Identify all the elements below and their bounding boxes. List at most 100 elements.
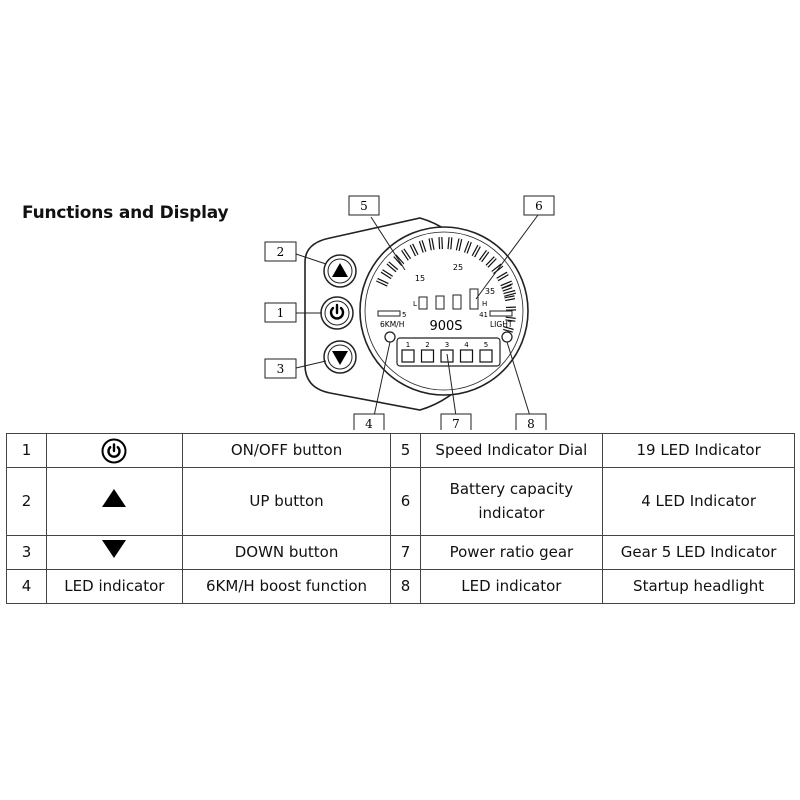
function-label: ON/OFF button bbox=[181, 433, 392, 468]
gear-led-1 bbox=[401, 349, 415, 363]
table-row: 4 LED indicator 6KM/H boost function 8 L… bbox=[5, 569, 795, 604]
callout-5: 5 bbox=[348, 195, 380, 216]
side-led-core bbox=[504, 296, 515, 300]
function-description: Power ratio gear bbox=[419, 535, 604, 570]
down-button bbox=[323, 340, 357, 374]
speed-led-core bbox=[402, 249, 411, 260]
battery-high-label: H bbox=[482, 300, 487, 308]
callout-4: 4 bbox=[353, 413, 385, 430]
side-led-core bbox=[503, 327, 514, 332]
row-number: 3 bbox=[5, 535, 48, 570]
function-detail: 4 LED Indicator bbox=[602, 467, 795, 536]
gear-number-1: 1 bbox=[406, 341, 410, 349]
boost-indicator-led bbox=[384, 331, 396, 343]
speed-led-core bbox=[479, 250, 489, 262]
function-label: UP button bbox=[181, 467, 392, 536]
function-detail: Startup headlight bbox=[602, 569, 795, 604]
speed-led-core bbox=[381, 270, 393, 279]
up-arrow-icon bbox=[102, 488, 127, 507]
battery-block-4 bbox=[469, 288, 479, 310]
battery-led-arc bbox=[501, 284, 517, 333]
speed-tick-25: 25 bbox=[453, 263, 463, 272]
row-number: 2 bbox=[5, 467, 48, 536]
speed-tick-15: 15 bbox=[415, 274, 425, 283]
row-number: 7 bbox=[390, 535, 421, 570]
svg-text:1: 1 bbox=[277, 306, 285, 320]
svg-text:7: 7 bbox=[452, 417, 460, 430]
gear-led-5 bbox=[479, 349, 493, 363]
battery-block-1 bbox=[418, 296, 428, 310]
power-icon bbox=[329, 306, 345, 320]
icon-cell-text: LED indicator bbox=[46, 569, 183, 604]
down-arrow-icon bbox=[102, 539, 127, 558]
battery-block-3 bbox=[452, 294, 462, 310]
speed-dial-inner bbox=[364, 231, 524, 391]
light-label: LIGHT bbox=[490, 320, 513, 329]
function-description: LED indicator bbox=[419, 569, 604, 604]
callout-8: 8 bbox=[515, 413, 547, 430]
left-mark-5: 5 bbox=[402, 311, 406, 319]
svg-text:3: 3 bbox=[277, 362, 285, 376]
row-number: 6 bbox=[390, 467, 421, 536]
power-icon bbox=[101, 438, 127, 463]
callout-7: 7 bbox=[440, 413, 472, 430]
speed-led-core bbox=[429, 238, 434, 251]
speed-led-core bbox=[439, 237, 442, 250]
speed-led-ring bbox=[376, 236, 516, 297]
function-label: DOWN button bbox=[181, 535, 392, 570]
function-description: Battery capacity indicator bbox=[419, 467, 604, 536]
function-label: 6KM/H boost function bbox=[181, 569, 392, 604]
function-detail: 19 LED Indicator bbox=[602, 433, 795, 468]
svg-text:8: 8 bbox=[527, 417, 535, 430]
icon-cell bbox=[46, 535, 183, 570]
boost-led bbox=[377, 310, 401, 317]
speed-led-core bbox=[387, 262, 398, 272]
speed-led-core bbox=[496, 272, 509, 281]
row-number: 4 bbox=[5, 569, 48, 604]
gear-number-3: 3 bbox=[445, 341, 449, 349]
speed-led-core bbox=[410, 244, 418, 256]
table-row: 1 ON/OFF button 5 Speed Indicator Dial 1… bbox=[5, 433, 795, 468]
function-table: 1 ON/OFF button 5 Speed Indicator Dial 1… bbox=[5, 433, 795, 604]
speed-led-core bbox=[376, 279, 389, 286]
speed-tick-35: 35 bbox=[485, 287, 495, 296]
battery-block-2 bbox=[435, 295, 445, 310]
icon-cell bbox=[46, 467, 183, 536]
up-arrow-icon bbox=[332, 263, 348, 277]
headlight-indicator-led bbox=[501, 331, 513, 343]
section-heading: Functions and Display bbox=[22, 203, 229, 223]
light-led bbox=[489, 310, 513, 317]
boost-label: 6KM/H bbox=[380, 320, 404, 329]
gear-number-4: 4 bbox=[464, 341, 469, 349]
side-led-core bbox=[501, 285, 512, 291]
speed-led-core bbox=[456, 238, 462, 251]
gear-number-5: 5 bbox=[484, 341, 488, 349]
gear-led-4 bbox=[459, 349, 474, 363]
callout-2: 2 bbox=[264, 241, 297, 262]
side-led-core bbox=[505, 317, 516, 321]
speed-led-core bbox=[465, 241, 471, 254]
row-number: 1 bbox=[5, 433, 48, 468]
icon-cell bbox=[46, 433, 183, 468]
table-row: 3 DOWN button 7 Power ratio gear Gear 5 … bbox=[5, 535, 795, 570]
down-arrow-icon bbox=[332, 351, 348, 365]
row-number: 5 bbox=[390, 433, 421, 468]
callout-3: 3 bbox=[264, 358, 297, 379]
table-row: 2 UP button 6 Battery capacity indicator… bbox=[5, 467, 795, 536]
svg-text:4: 4 bbox=[365, 417, 373, 430]
row-number: 8 bbox=[390, 569, 421, 604]
speed-led-core bbox=[486, 257, 496, 267]
svg-text:6: 6 bbox=[535, 199, 543, 213]
up-button bbox=[323, 254, 357, 288]
speed-led-core bbox=[472, 245, 480, 257]
callout-1: 1 bbox=[264, 302, 297, 323]
battery-low-label: L bbox=[413, 300, 417, 308]
speed-led-core bbox=[448, 237, 452, 250]
function-detail: Gear 5 LED Indicator bbox=[602, 535, 795, 570]
function-description: Speed Indicator Dial bbox=[419, 433, 604, 468]
gear-led-2 bbox=[420, 349, 435, 363]
callout-6: 6 bbox=[523, 195, 555, 216]
speed-led-core bbox=[419, 240, 426, 253]
right-mark-41: 41 bbox=[479, 311, 488, 319]
